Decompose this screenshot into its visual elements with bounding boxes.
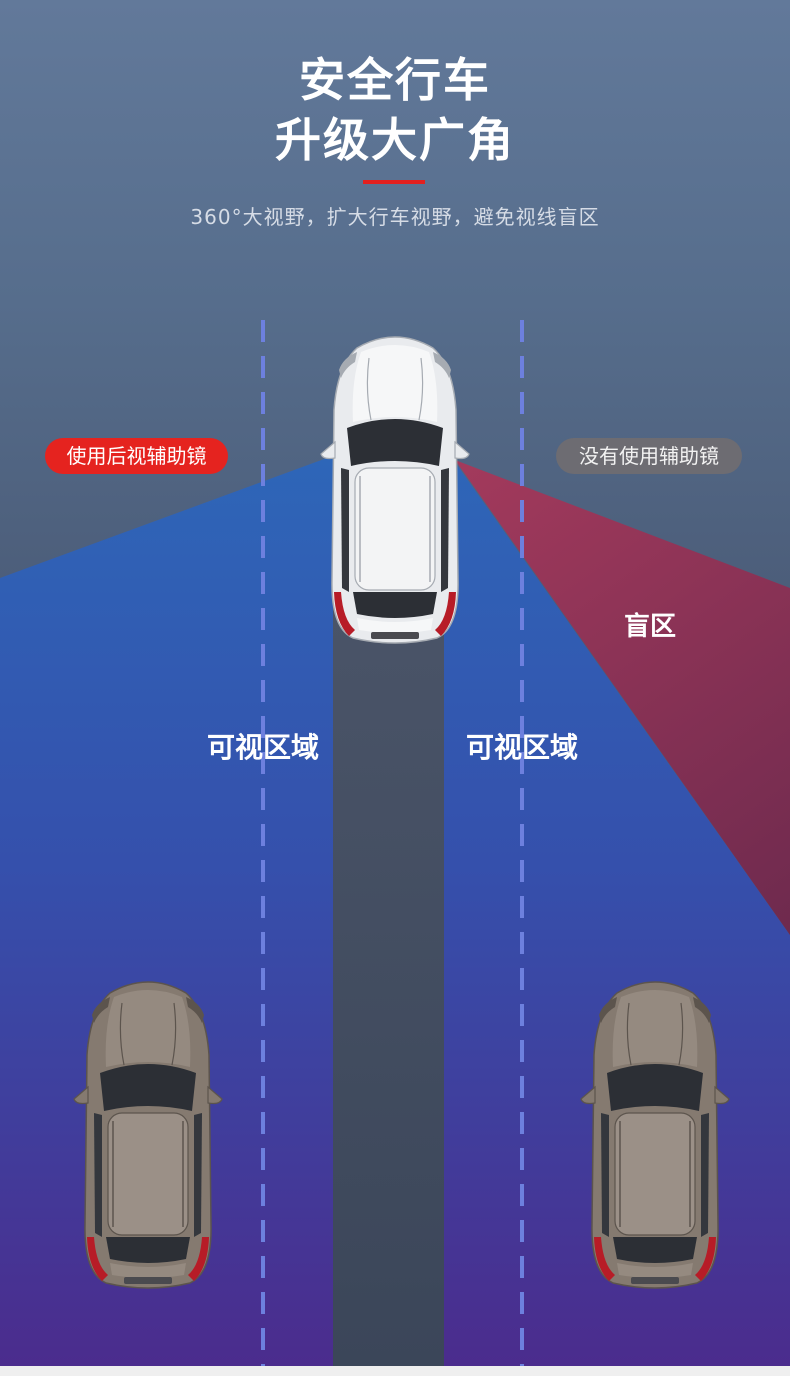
visible-zone-label-left: 可视区域 bbox=[206, 731, 319, 764]
blind-zone bbox=[455, 460, 790, 935]
road-lane bbox=[333, 600, 444, 1366]
blind-zone-label: 盲区 bbox=[623, 612, 676, 642]
white-car-top-view-icon bbox=[321, 337, 469, 643]
title-accent-bar bbox=[363, 180, 425, 184]
with-mirror-badge: 使用后视辅助镜 bbox=[45, 438, 228, 474]
title-line-2: 升级大广角 bbox=[275, 113, 515, 167]
subtitle: 360°大视野，扩大行车视野，避免视线盲区 bbox=[190, 205, 600, 229]
without-mirror-badge: 没有使用辅助镜 bbox=[556, 438, 742, 474]
visible-zone-label-right: 可视区域 bbox=[465, 731, 578, 764]
right-taupe-car-top-view-icon bbox=[581, 982, 729, 1288]
bottom-margin-strip bbox=[0, 1366, 790, 1376]
title-line-1: 安全行车 bbox=[299, 53, 491, 107]
left-taupe-car-top-view-icon bbox=[74, 982, 222, 1288]
